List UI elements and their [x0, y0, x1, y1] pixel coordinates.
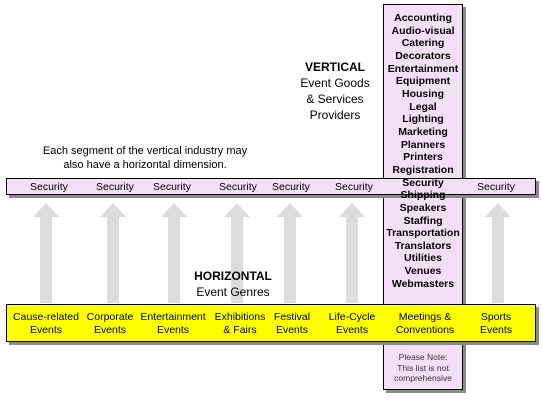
genre-line: Events [156, 323, 190, 336]
provider-item: Entertainment [387, 62, 459, 75]
provider-item: Equipment [395, 75, 451, 88]
genre-corporate: Corporate Events [87, 311, 134, 336]
genre-meetings: Meetings & Conventions [396, 311, 454, 336]
provider-list: Accounting Audio-visual Catering Decorat… [383, 12, 463, 290]
up-arrow-shape [339, 203, 365, 303]
provider-item: Translators [394, 239, 452, 252]
up-arrow-shape [485, 203, 511, 303]
genre-band [6, 304, 536, 342]
genre-festival: Festival Events [274, 311, 310, 336]
genre-line: Life-Cycle [328, 311, 376, 323]
note-line: This list is not [397, 362, 449, 373]
comprehensive-note: Please Note: This list is not comprehens… [383, 352, 463, 384]
up-arrow-shape [224, 203, 250, 303]
provider-item: Shipping [400, 189, 446, 202]
genre-line: Events [29, 323, 63, 336]
provider-item: Housing [402, 87, 444, 100]
provider-item: Security [402, 176, 444, 189]
up-arrow-shape [33, 203, 59, 303]
provider-item: Registration [392, 163, 454, 176]
genre-cause-related: Cause-related Events [13, 311, 79, 336]
genre-line: Festival [273, 311, 311, 323]
genre-line: Meetings & [398, 311, 452, 323]
horizontal-subtitle: Event Genres [196, 285, 270, 299]
vertical-subtitle-line: Providers [309, 108, 361, 122]
provider-item: Utilities [404, 252, 442, 265]
vertical-heading: VERTICAL [305, 60, 365, 74]
genre-line: Events [275, 323, 309, 336]
provider-item: Catering [401, 37, 445, 50]
horizontal-dimension-note: Each segment of the vertical industry ma… [20, 145, 270, 172]
provider-item: Decorators [395, 49, 451, 62]
note-line: Please Note: [398, 352, 448, 362]
provider-item: Legal [409, 100, 437, 113]
genre-line: Conventions [395, 323, 455, 336]
provider-item: Webmasters [391, 277, 455, 290]
genre-line: Entertainment [140, 311, 206, 323]
genre-life-cycle: Life-Cycle Events [329, 311, 376, 336]
up-arrow-icon [33, 203, 59, 303]
genre-line: Events [479, 323, 513, 336]
up-arrow-icon [161, 203, 187, 303]
genre-line: Events [335, 323, 369, 336]
security-band [6, 178, 536, 195]
provider-item: Transportation [386, 227, 460, 240]
provider-item: Lighting [402, 113, 444, 126]
genre-line: & Fairs [223, 323, 257, 336]
provider-item: Marketing [398, 125, 448, 138]
note-text-line: Each segment of the vertical industry ma… [42, 145, 248, 157]
provider-item: Speakers [399, 201, 447, 214]
security-label-entertainment: Security [153, 181, 191, 193]
security-label-life-cycle: Security [335, 181, 373, 193]
security-label-festival: Security [272, 181, 310, 193]
security-label-exhibitions: Security [219, 181, 257, 193]
provider-item: Accounting [394, 12, 452, 24]
horizontal-heading: HORIZONTAL [194, 269, 272, 283]
provider-item: Planners [400, 138, 446, 151]
horizontal-title: HORIZONTAL Event Genres [178, 268, 288, 300]
security-label-cause-related: Security [30, 181, 68, 193]
genre-line: Sports [480, 311, 512, 323]
genre-line: Corporate [86, 311, 134, 323]
up-arrow-icon [339, 203, 365, 303]
up-arrow-shape [100, 203, 126, 303]
note-text-line: also have a horizontal dimension. [63, 158, 227, 171]
provider-item: Staffing [403, 214, 443, 227]
genre-line: Cause-related [13, 311, 79, 323]
up-arrow-icon [224, 203, 250, 303]
up-arrow-shape [277, 203, 303, 303]
up-arrow-icon [277, 203, 303, 303]
note-line: comprehensive [394, 373, 452, 383]
genre-entertainment: Entertainment Events [140, 311, 205, 336]
genre-sports: Sports Events [480, 311, 512, 336]
provider-item: Printers [403, 151, 443, 164]
security-label-sports: Security [477, 181, 515, 193]
genre-line: Events [93, 323, 127, 336]
up-arrow-shape [161, 203, 187, 303]
vertical-subtitle-line: Event Goods [300, 76, 370, 90]
provider-item: Audio-visual [391, 24, 455, 37]
security-label-corporate: Security [96, 181, 134, 193]
vertical-subtitle-line: & Services [306, 92, 364, 106]
genre-line: Exhibitions [214, 311, 266, 323]
up-arrow-icon [100, 203, 126, 303]
provider-item: Venues [404, 265, 442, 278]
up-arrow-icon [485, 203, 511, 303]
vertical-title: VERTICAL Event Goods & Services Provider… [293, 59, 377, 123]
genre-exhibitions: Exhibitions & Fairs [215, 311, 266, 336]
